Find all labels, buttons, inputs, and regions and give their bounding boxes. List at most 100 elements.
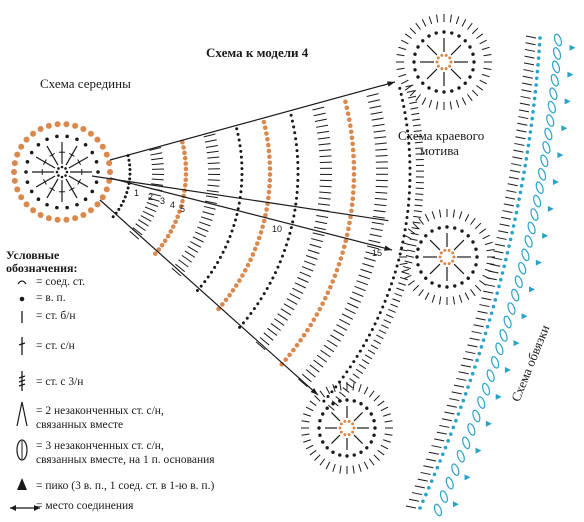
- chain-dot: [65, 205, 69, 210]
- binding-stitch: [473, 324, 484, 328]
- binding-chain-dot: [481, 338, 486, 342]
- fan-dc: [142, 210, 154, 217]
- binding-stitch: [449, 398, 460, 402]
- motif-center-stitch: [447, 262, 451, 266]
- motif-outer-stitch: [305, 406, 314, 412]
- motif-outer-stitch: [358, 463, 362, 472]
- fan-border-stitch: [408, 95, 417, 99]
- fan-dc: [349, 297, 362, 303]
- dc-bar-icon: [18, 342, 26, 346]
- fan-border-stitch: [413, 130, 422, 133]
- fan-chain: [239, 184, 243, 188]
- fan-dc: [319, 185, 332, 188]
- binding-chain-dot: [487, 318, 492, 322]
- motif-outer-stitch: [404, 85, 412, 91]
- motif-outer-stitch: [373, 454, 380, 461]
- fan-orange-stitch: [325, 290, 331, 296]
- binding-chain-dot: [517, 197, 521, 201]
- binding-chain-dot: [511, 224, 516, 228]
- motif-chain: [369, 412, 373, 416]
- motif-chain: [412, 60, 416, 64]
- chain-dot: [94, 180, 99, 184]
- orange-ring-stitch: [63, 216, 70, 223]
- dc-stitch: [68, 156, 89, 169]
- fan-chain: [361, 344, 365, 348]
- fan-chain: [402, 104, 406, 108]
- fan-dc: [326, 339, 338, 347]
- dc2tog-symbol-icon: [16, 401, 28, 427]
- dc-stitch: [68, 175, 89, 188]
- fan-chain: [240, 167, 244, 171]
- fan-dc: [373, 130, 386, 133]
- dc-stitch: [46, 145, 59, 166]
- motif-center-stitch: [452, 255, 456, 259]
- fan-orange-stitch: [178, 204, 184, 209]
- binding-stitch: [460, 364, 471, 368]
- orange-ring-stitch: [14, 186, 21, 193]
- binding-cluster: [472, 409, 481, 423]
- dc-bar: [69, 152, 75, 157]
- binding-picot: [485, 420, 492, 427]
- motif-chain: [331, 402, 335, 406]
- arrow-to-middle-motif-head: [384, 245, 392, 251]
- fan-chain: [383, 299, 387, 303]
- fan-dc: [274, 318, 285, 326]
- binding-chain-dot: [532, 103, 536, 107]
- fan-chain: [370, 327, 374, 331]
- binding-stitch: [479, 304, 490, 308]
- fan-chain: [408, 172, 412, 176]
- motif-chain: [457, 34, 461, 38]
- binding-chain-dot: [537, 49, 541, 54]
- fan-chain: [405, 216, 409, 220]
- dc-bar: [49, 187, 55, 192]
- orange-ring-stitch: [45, 122, 52, 129]
- binding-cluster: [491, 355, 500, 369]
- fan-dc: [140, 215, 152, 222]
- fan-border-stitch: [381, 324, 389, 329]
- fan-orange-stitch: [344, 232, 350, 238]
- dc-bar: [42, 179, 47, 185]
- motif-outer-stitch: [401, 268, 410, 273]
- fan-dc: [356, 280, 369, 286]
- fan-dc: [358, 274, 371, 280]
- fan-chain: [385, 293, 389, 297]
- motif-chain: [352, 453, 356, 457]
- motif-trc: [331, 412, 341, 422]
- fan-chain: [241, 321, 245, 325]
- motif-chain: [475, 255, 479, 259]
- fan-dc: [146, 201, 159, 207]
- motif-outer-stitch: [467, 22, 473, 30]
- fan-dc: [373, 209, 386, 213]
- fan-dc: [352, 291, 364, 297]
- orange-ring-stitch: [106, 160, 113, 167]
- fan-dc: [203, 133, 216, 138]
- binding-chain-dot: [510, 230, 514, 235]
- fan-chain: [237, 201, 241, 205]
- motif-outer-stitch: [382, 439, 391, 443]
- binding-chain-dot: [493, 298, 498, 302]
- fan-dc: [171, 267, 182, 277]
- fan-chain: [398, 252, 402, 256]
- fan-chain: [408, 166, 412, 170]
- fan-orange-stitch: [159, 242, 165, 248]
- binding-stitch: [408, 498, 420, 502]
- motif-outer-stitch: [319, 458, 326, 466]
- motif-center-stitch: [443, 248, 447, 252]
- fan-chain: [334, 385, 338, 389]
- binding-stitch: [524, 55, 535, 59]
- fan-chain: [367, 333, 371, 337]
- fan-chain: [128, 168, 132, 172]
- motif-chain: [437, 226, 441, 230]
- fan-chain: [398, 86, 402, 90]
- fan-chain: [126, 186, 130, 190]
- fan-chain: [407, 191, 411, 195]
- motif-chain: [460, 281, 464, 285]
- fan-dc: [317, 203, 331, 206]
- fan-orange-stitch: [170, 224, 176, 229]
- motif-center-stitch: [343, 419, 347, 423]
- motif-outer-stitch: [309, 449, 317, 456]
- fan-dc: [190, 241, 202, 248]
- fan-chain: [230, 229, 234, 233]
- binding-stitch: [463, 357, 474, 361]
- fan-chain: [273, 271, 277, 275]
